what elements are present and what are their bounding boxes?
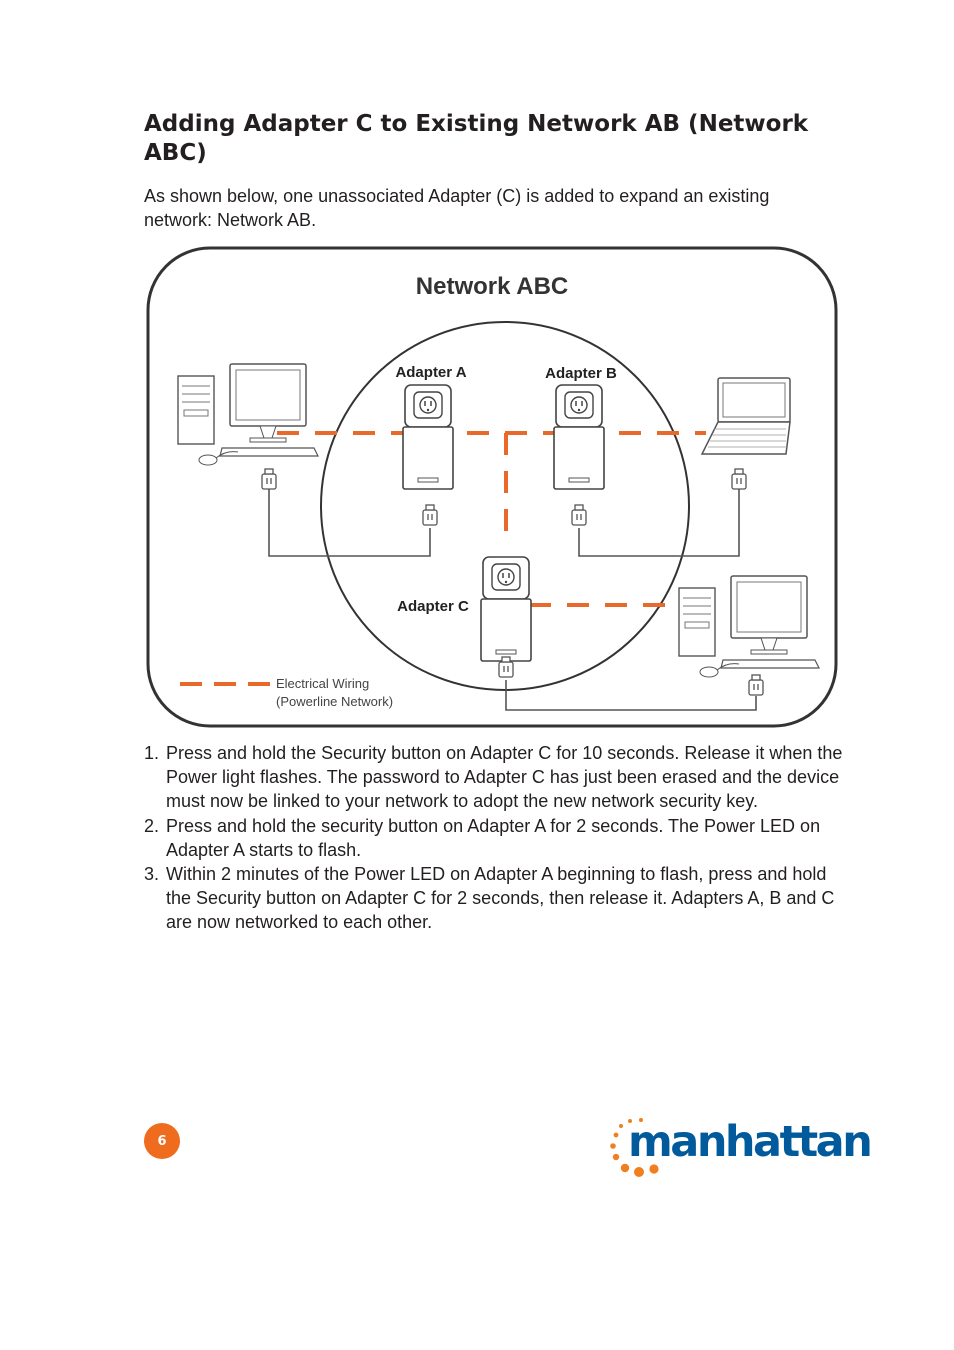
manhattan-logo: manhattan: [608, 1110, 873, 1182]
adapter-c-label: Adapter C: [397, 598, 469, 615]
adapter-c: [480, 556, 532, 662]
step-number: 1.: [144, 743, 160, 763]
logo-dots-icon: [610, 1118, 659, 1177]
section-heading: Adding Adapter C to Existing Network AB …: [144, 111, 809, 166]
step-text: Press and hold the Security button on Ad…: [166, 743, 843, 812]
intro-paragraph: As shown below, one unassociated Adapter…: [144, 186, 770, 230]
step-item: 3. Within 2 minutes of the Power LED on …: [144, 862, 844, 935]
adapter-b-label: Adapter B: [545, 365, 617, 382]
adapter-a-label: Adapter A: [395, 364, 466, 381]
powerline-wiring: [277, 431, 706, 607]
network-diagram: Network ABC: [146, 246, 838, 728]
step-item: 2. Press and hold the security button on…: [144, 814, 844, 862]
network-circle: [320, 321, 690, 691]
adapter-a: [402, 384, 454, 490]
brand-wordmark: manhattan: [628, 1117, 873, 1167]
step-number: 2.: [144, 815, 160, 836]
diagram-title: Network ABC: [416, 273, 568, 300]
step-item: 1. Press and hold the Security button on…: [144, 741, 844, 814]
page-number-badge: 6: [144, 1123, 180, 1159]
step-text: Within 2 minutes of the Power LED on Ada…: [166, 864, 835, 933]
legend-label: Electrical Wiring: [276, 676, 369, 691]
step-text: Press and hold the security button on Ad…: [166, 815, 821, 860]
adapter-b: [553, 384, 605, 490]
instruction-steps: 1. Press and hold the Security button on…: [144, 741, 844, 935]
laptop-icon: [700, 377, 791, 455]
legend-sublabel: (Powerline Network): [276, 694, 393, 709]
step-number: 3.: [144, 864, 160, 885]
grey-cables: [268, 486, 757, 711]
